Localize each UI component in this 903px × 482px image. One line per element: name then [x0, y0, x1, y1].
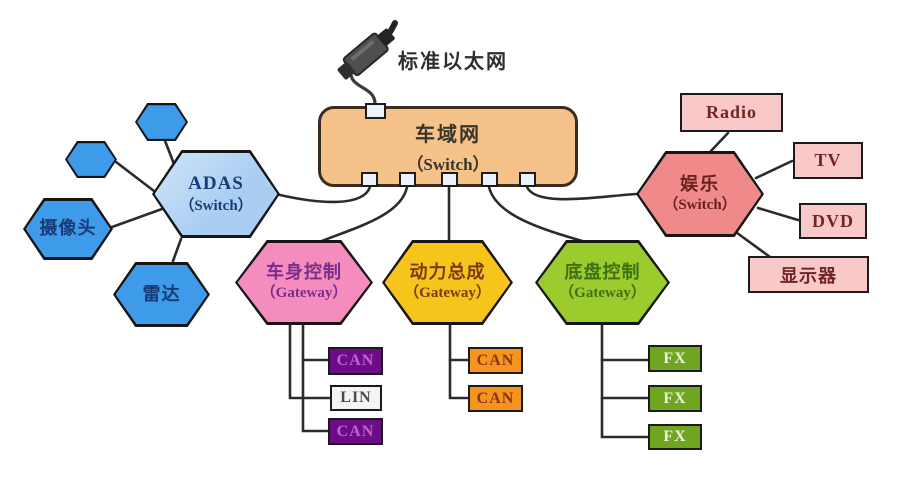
- core-switch-title: 车域网: [415, 124, 481, 146]
- link-body-can2: [301, 320, 329, 433]
- adas-subtitle: （Switch）: [179, 197, 253, 214]
- ethernet-connector-icon: [337, 20, 398, 104]
- link-chassis-fx3: [600, 320, 649, 439]
- chassis-gateway-subtitle: （Gateway）: [559, 285, 646, 302]
- core-port-top: [365, 103, 386, 119]
- sensor-node-1: [135, 103, 188, 141]
- radio-node: Radio: [680, 93, 783, 132]
- can-bus-node: CAN: [468, 385, 523, 412]
- core-port-5: [519, 172, 536, 187]
- link-core-ent: [525, 185, 638, 201]
- radar-node: 雷达: [113, 262, 210, 327]
- dvd-node: DVD: [799, 203, 867, 239]
- body-gateway-title: 车身控制: [266, 262, 342, 283]
- camera-label: 摄像头: [39, 218, 97, 239]
- camera-node: 摄像头: [23, 198, 113, 260]
- lin-bus-node: LIN: [330, 385, 382, 411]
- core-port-1: [361, 172, 378, 187]
- entertainment-subtitle: （Switch）: [663, 196, 737, 213]
- entertainment-switch-node: 娱乐 （Switch）: [636, 151, 764, 237]
- link-body-lin: [288, 320, 331, 400]
- link-ent-dvd: [756, 206, 800, 222]
- power-gateway-subtitle: （Gateway）: [404, 285, 491, 302]
- fx-bus-node: FX: [648, 424, 702, 450]
- core-port-3: [441, 172, 458, 187]
- link-camera-adas: [110, 207, 164, 229]
- adas-title: ADAS: [188, 172, 244, 194]
- core-port-4: [481, 172, 498, 187]
- link-core-chassisgw: [487, 185, 591, 245]
- power-gateway-title: 动力总成: [409, 262, 486, 283]
- radar-label: 雷达: [142, 283, 181, 304]
- adas-switch-node: ADAS （Switch）: [152, 150, 280, 238]
- link-core-bodygw: [315, 185, 409, 245]
- chassis-gateway-node: 底盘控制 （Gateway）: [535, 240, 670, 325]
- link-hex2-adas: [114, 160, 156, 193]
- fx-bus-node: FX: [648, 345, 702, 372]
- display-node: 显示器: [748, 256, 869, 293]
- ethernet-label: 标准以太网: [398, 51, 508, 73]
- link-ent-display: [731, 228, 772, 259]
- tv-node: TV: [793, 142, 863, 179]
- body-gateway-subtitle: （Gateway）: [260, 285, 348, 302]
- can-bus-node: CAN: [328, 418, 383, 445]
- entertainment-title: 娱乐: [680, 173, 720, 194]
- link-radar-adas: [171, 237, 183, 263]
- sensor-node-2: [65, 141, 117, 178]
- can-bus-node: CAN: [468, 347, 523, 374]
- core-switch-subtitle: （Switch）: [406, 155, 490, 174]
- fx-bus-node: FX: [648, 385, 702, 412]
- power-gateway-node: 动力总成 （Gateway）: [382, 240, 513, 325]
- can-bus-node: CAN: [328, 347, 383, 375]
- link-power-can2: [448, 320, 469, 400]
- link-ent-radio: [708, 131, 730, 154]
- body-gateway-node: 车身控制 （Gateway）: [235, 240, 373, 325]
- link-core-adas: [278, 185, 372, 204]
- link-ent-tv: [754, 159, 794, 180]
- core-port-2: [399, 172, 416, 187]
- chassis-gateway-title: 底盘控制: [564, 262, 641, 283]
